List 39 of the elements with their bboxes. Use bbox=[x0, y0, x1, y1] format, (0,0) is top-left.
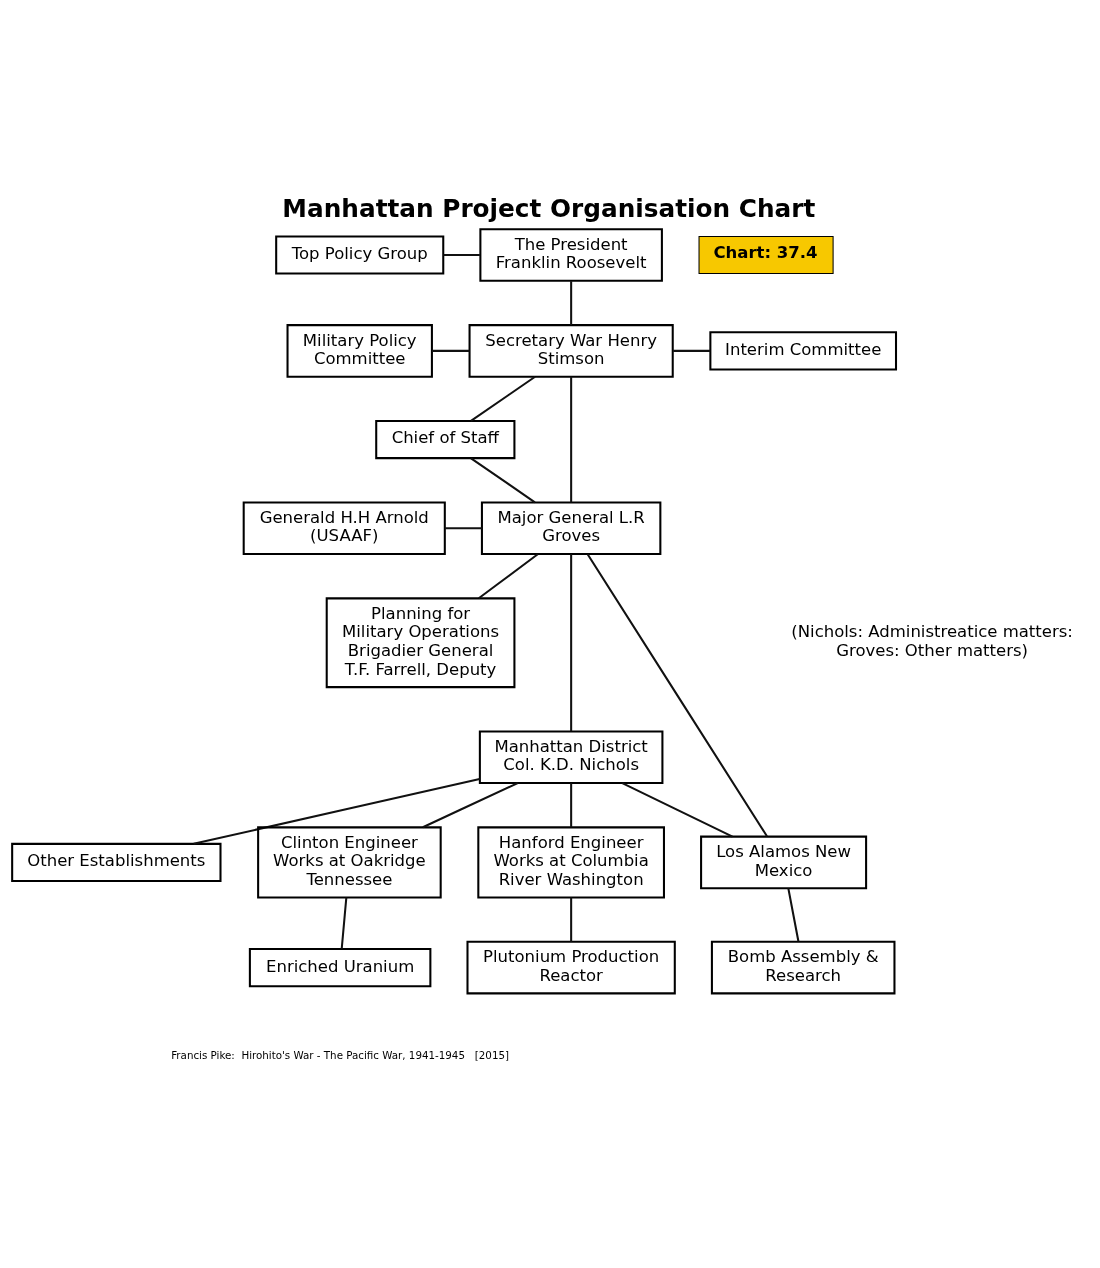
connector bbox=[621, 781, 733, 838]
node-box: Hanford Engineer Works at Columbia River Washington bbox=[477, 825, 665, 898]
node-box: Chief of Staff bbox=[375, 419, 516, 459]
connector bbox=[444, 526, 482, 529]
connector bbox=[443, 253, 480, 256]
node-box: Plutonium Production Reactor bbox=[466, 940, 676, 994]
connector bbox=[570, 280, 573, 325]
connector bbox=[470, 375, 536, 422]
node-box: Major General L.R Groves bbox=[480, 500, 662, 555]
node-box: Generald H.H Arnold (USAAF) bbox=[242, 500, 446, 555]
node-box: Planning for Military Operations Brigadier General T.F. Farrell, Deputy bbox=[325, 596, 516, 688]
connector bbox=[570, 553, 573, 731]
node-box: Chart: 37.4 bbox=[698, 235, 834, 274]
label: (Nichols: Administreatice matters: Groves: Other matters) bbox=[791, 621, 1073, 660]
connector bbox=[586, 553, 768, 837]
node-box: Enriched Uranium bbox=[248, 947, 432, 987]
node-box: Interim Committee bbox=[709, 330, 898, 370]
connector bbox=[193, 777, 480, 845]
connector bbox=[787, 887, 800, 942]
node-box: Bomb Assembly & Research bbox=[710, 940, 896, 994]
node-box: Top Policy Group bbox=[275, 234, 445, 275]
node-box: The President Franklin Roosevelt bbox=[479, 227, 663, 282]
connector bbox=[570, 376, 573, 502]
node-box: Military Policy Committee bbox=[286, 323, 433, 378]
node-box: Secretary War Henry Stimson bbox=[468, 323, 674, 378]
node-box: Clinton Engineer Works at Oakridge Tennessee bbox=[257, 825, 442, 898]
connector bbox=[340, 896, 348, 949]
node-box: Los Alamos New Mexico bbox=[700, 835, 868, 889]
connector bbox=[478, 552, 539, 599]
connector bbox=[422, 781, 519, 828]
diagram-title: Manhattan Project Organisation Chart bbox=[282, 193, 816, 223]
label: Francis Pike: Hirohito's War - The Pacific War, 1941-1945 [2015] bbox=[171, 1048, 510, 1061]
connector bbox=[673, 349, 711, 352]
connector bbox=[470, 457, 536, 503]
connector bbox=[570, 897, 573, 942]
node-box: Other Establishments bbox=[11, 842, 222, 882]
connector bbox=[432, 349, 470, 352]
connector bbox=[570, 782, 573, 827]
node-box: Manhattan District Col. K.D. Nichols bbox=[478, 729, 664, 784]
